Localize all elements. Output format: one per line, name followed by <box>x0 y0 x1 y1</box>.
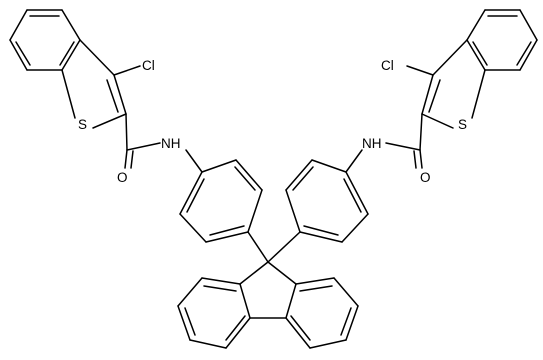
left-benzothiophene <box>9 9 141 129</box>
fluorene-core <box>177 261 359 349</box>
chlorine-label-right: Cl <box>381 58 394 73</box>
chlorine-label-left: Cl <box>142 58 155 73</box>
sulfur-label-left: S <box>78 117 87 132</box>
oxygen-label-right: O <box>420 170 431 185</box>
right-phenyl <box>267 159 369 263</box>
left-amide <box>124 113 203 173</box>
right-amide <box>345 113 423 173</box>
oxygen-label-left: O <box>117 170 128 185</box>
nh-label-right: NH <box>362 136 382 151</box>
right-benzothiophene <box>406 9 538 129</box>
left-phenyl <box>179 159 269 263</box>
sulfur-label-right: S <box>458 117 467 132</box>
nh-label-left: NH <box>161 136 181 151</box>
